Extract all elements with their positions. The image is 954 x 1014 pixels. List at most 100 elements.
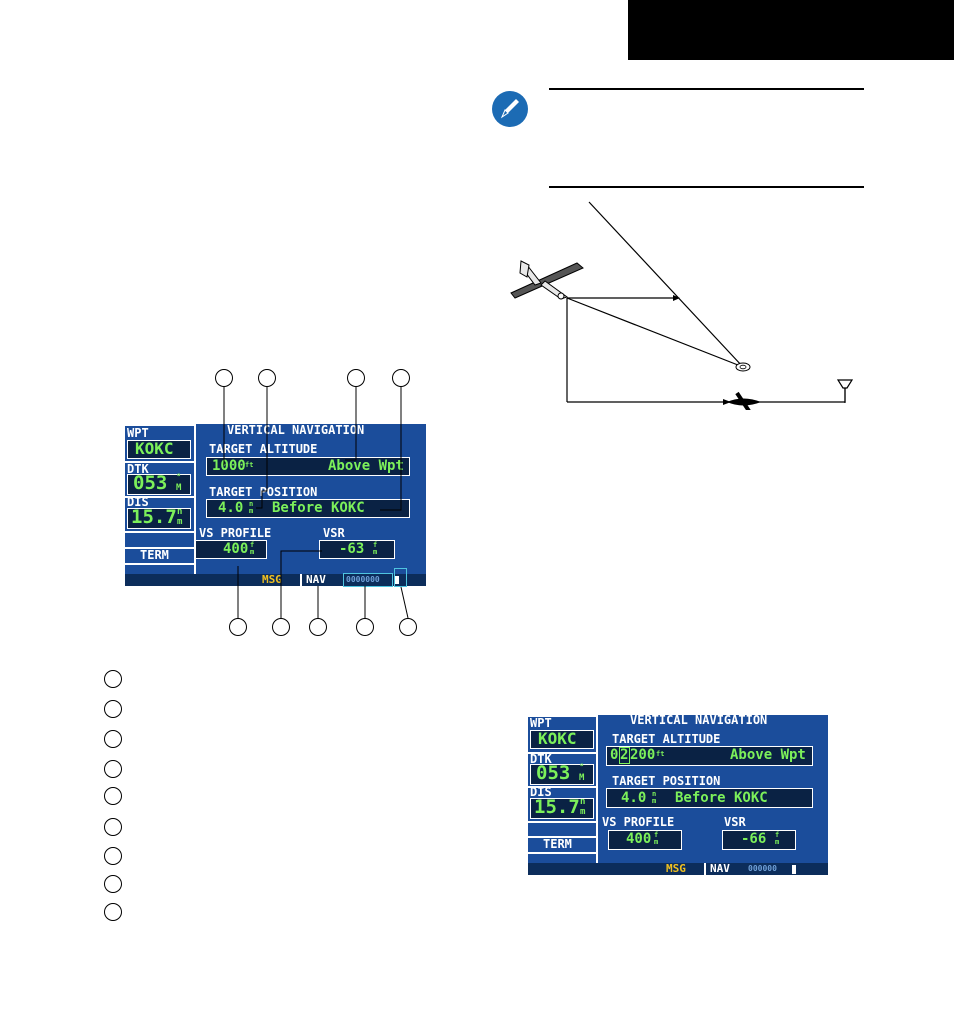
- wpt-label: WPT: [127, 426, 149, 440]
- dtk-unit-bottom: M: [176, 483, 182, 493]
- dis-unit-bottom: m: [177, 517, 183, 527]
- ground-aircraft-icon: [727, 391, 761, 410]
- vsr-field: [722, 830, 796, 850]
- note-rule-bottom: [549, 186, 864, 188]
- legend-marker: [104, 787, 122, 805]
- dis-label: DIS: [530, 785, 552, 799]
- legend-marker: [104, 760, 122, 778]
- target-altitude-field[interactable]: [206, 457, 410, 476]
- wpt-value: KOKC: [538, 729, 577, 748]
- target-altitude-label: TARGET ALTITUDE: [612, 732, 721, 746]
- dis-unit-top: n: [580, 797, 586, 807]
- target-position-unit-bottom: m: [249, 507, 254, 515]
- target-position-ref: Before KOKC: [272, 500, 365, 516]
- legend-marker: [104, 818, 122, 836]
- dis-value: 15.7: [534, 796, 580, 818]
- signal-strength-bars: 0000000: [346, 575, 380, 584]
- page-title: VERTICAL NAVIGATION: [227, 424, 365, 437]
- target-altitude-digits: 200: [630, 747, 656, 763]
- vsr-unit-bottom: m: [373, 548, 378, 556]
- legend-marker: [104, 903, 122, 921]
- note-icon: [492, 91, 528, 127]
- legend-marker: [104, 670, 122, 688]
- target-position-ref: Before KOKC: [675, 790, 768, 806]
- callout-4: [392, 369, 410, 387]
- target-position-field[interactable]: [206, 499, 410, 518]
- callout-3: [347, 369, 365, 387]
- target-position-unit-top: n: [652, 790, 657, 798]
- vs-profile-unit-top: f: [250, 541, 255, 549]
- vs-profile-value: 400: [626, 831, 652, 847]
- target-position-value: 4.0: [218, 500, 244, 516]
- target-position-unit-top: n: [249, 500, 254, 508]
- callout-6: [272, 618, 290, 636]
- dtk-value: 053: [536, 762, 571, 784]
- msg-annunciator: MSG: [262, 573, 282, 586]
- vs-profile-field[interactable]: [608, 830, 682, 850]
- vsr-field: [319, 540, 395, 559]
- waypoint-icon: [735, 362, 751, 372]
- descent-diagram: [510, 201, 854, 410]
- legend-marker: [104, 875, 122, 893]
- altitude-cursor[interactable]: [619, 747, 630, 764]
- target-altitude-unit: ft: [656, 750, 665, 758]
- legend-marker: [104, 730, 122, 748]
- target-position-field[interactable]: [606, 788, 813, 808]
- dtk-unit-bottom: M: [579, 773, 585, 783]
- target-position-label: TARGET POSITION: [612, 774, 721, 788]
- vs-profile-label: VS PROFILE: [199, 526, 272, 540]
- note-rule-top: [549, 88, 864, 90]
- target-altitude-ref: Above Wpt: [328, 458, 404, 474]
- target-altitude-field[interactable]: [606, 746, 813, 766]
- mode-label: TERM: [140, 548, 169, 562]
- target-position-unit-bottom: m: [652, 797, 657, 805]
- vs-profile-unit-bottom: m: [250, 548, 255, 556]
- vs-profile-value: 400: [223, 541, 249, 557]
- vsr-unit-top: f: [373, 541, 378, 549]
- signal-strength-bars: 000000: [748, 864, 777, 873]
- wpt-value: KOKC: [135, 439, 174, 458]
- target-position-value: 4.0: [621, 790, 647, 806]
- vnav-screen-example: WPT KOKC DTK 053 ° M DIS 15.7 n m TERM V…: [528, 715, 828, 875]
- aircraft-icon: [510, 260, 584, 300]
- msg-annunciator: MSG: [666, 862, 686, 875]
- callout-9: [399, 618, 417, 636]
- nav-annunciator: NAV: [306, 573, 326, 586]
- dtk-unit-top: °: [176, 473, 182, 483]
- vs-profile-unit-top: f: [654, 831, 659, 839]
- dis-label: DIS: [127, 495, 149, 509]
- vs-profile-label: VS PROFILE: [602, 815, 675, 829]
- dis-unit-bottom: m: [580, 807, 586, 817]
- legend-marker: [104, 700, 122, 718]
- vsr-label: VSR: [724, 815, 746, 829]
- target-altitude-unit: ft: [245, 461, 254, 469]
- vs-profile-field[interactable]: [195, 540, 267, 559]
- dis-unit-top: n: [177, 507, 183, 517]
- vs-profile-unit-bottom: m: [654, 838, 659, 846]
- target-altitude-cursor-digit: 2: [620, 747, 629, 763]
- section-tab: [628, 0, 954, 60]
- dtk-label: DTK: [530, 752, 552, 766]
- dtk-value: 053: [133, 472, 168, 494]
- page-title: VERTICAL NAVIGATION: [630, 715, 768, 727]
- dtk-label: DTK: [127, 462, 149, 476]
- callout-2: [258, 369, 276, 387]
- dis-value: 15.7: [131, 506, 177, 528]
- target-altitude-ref: Above Wpt: [730, 747, 806, 763]
- vsr-value: -63: [339, 541, 365, 557]
- wpt-label: WPT: [530, 716, 552, 730]
- callout-1: [215, 369, 233, 387]
- target-altitude-digit: 0: [610, 747, 619, 763]
- target-altitude-value: 1000: [212, 458, 246, 474]
- vnav-screen-annotated: WPT KOKC DTK 053 ° M DIS 15.7 n m TERM V…: [125, 424, 426, 586]
- mode-label: TERM: [543, 837, 572, 851]
- vsr-value: -66: [741, 831, 767, 847]
- vsr-label: VSR: [323, 526, 345, 540]
- airport-icon: [836, 379, 854, 403]
- vsr-unit-bottom: m: [775, 838, 780, 846]
- target-altitude-label: TARGET ALTITUDE: [209, 442, 318, 456]
- callout-5: [229, 618, 247, 636]
- dtk-unit-top: °: [579, 763, 585, 773]
- target-position-label: TARGET POSITION: [209, 485, 318, 499]
